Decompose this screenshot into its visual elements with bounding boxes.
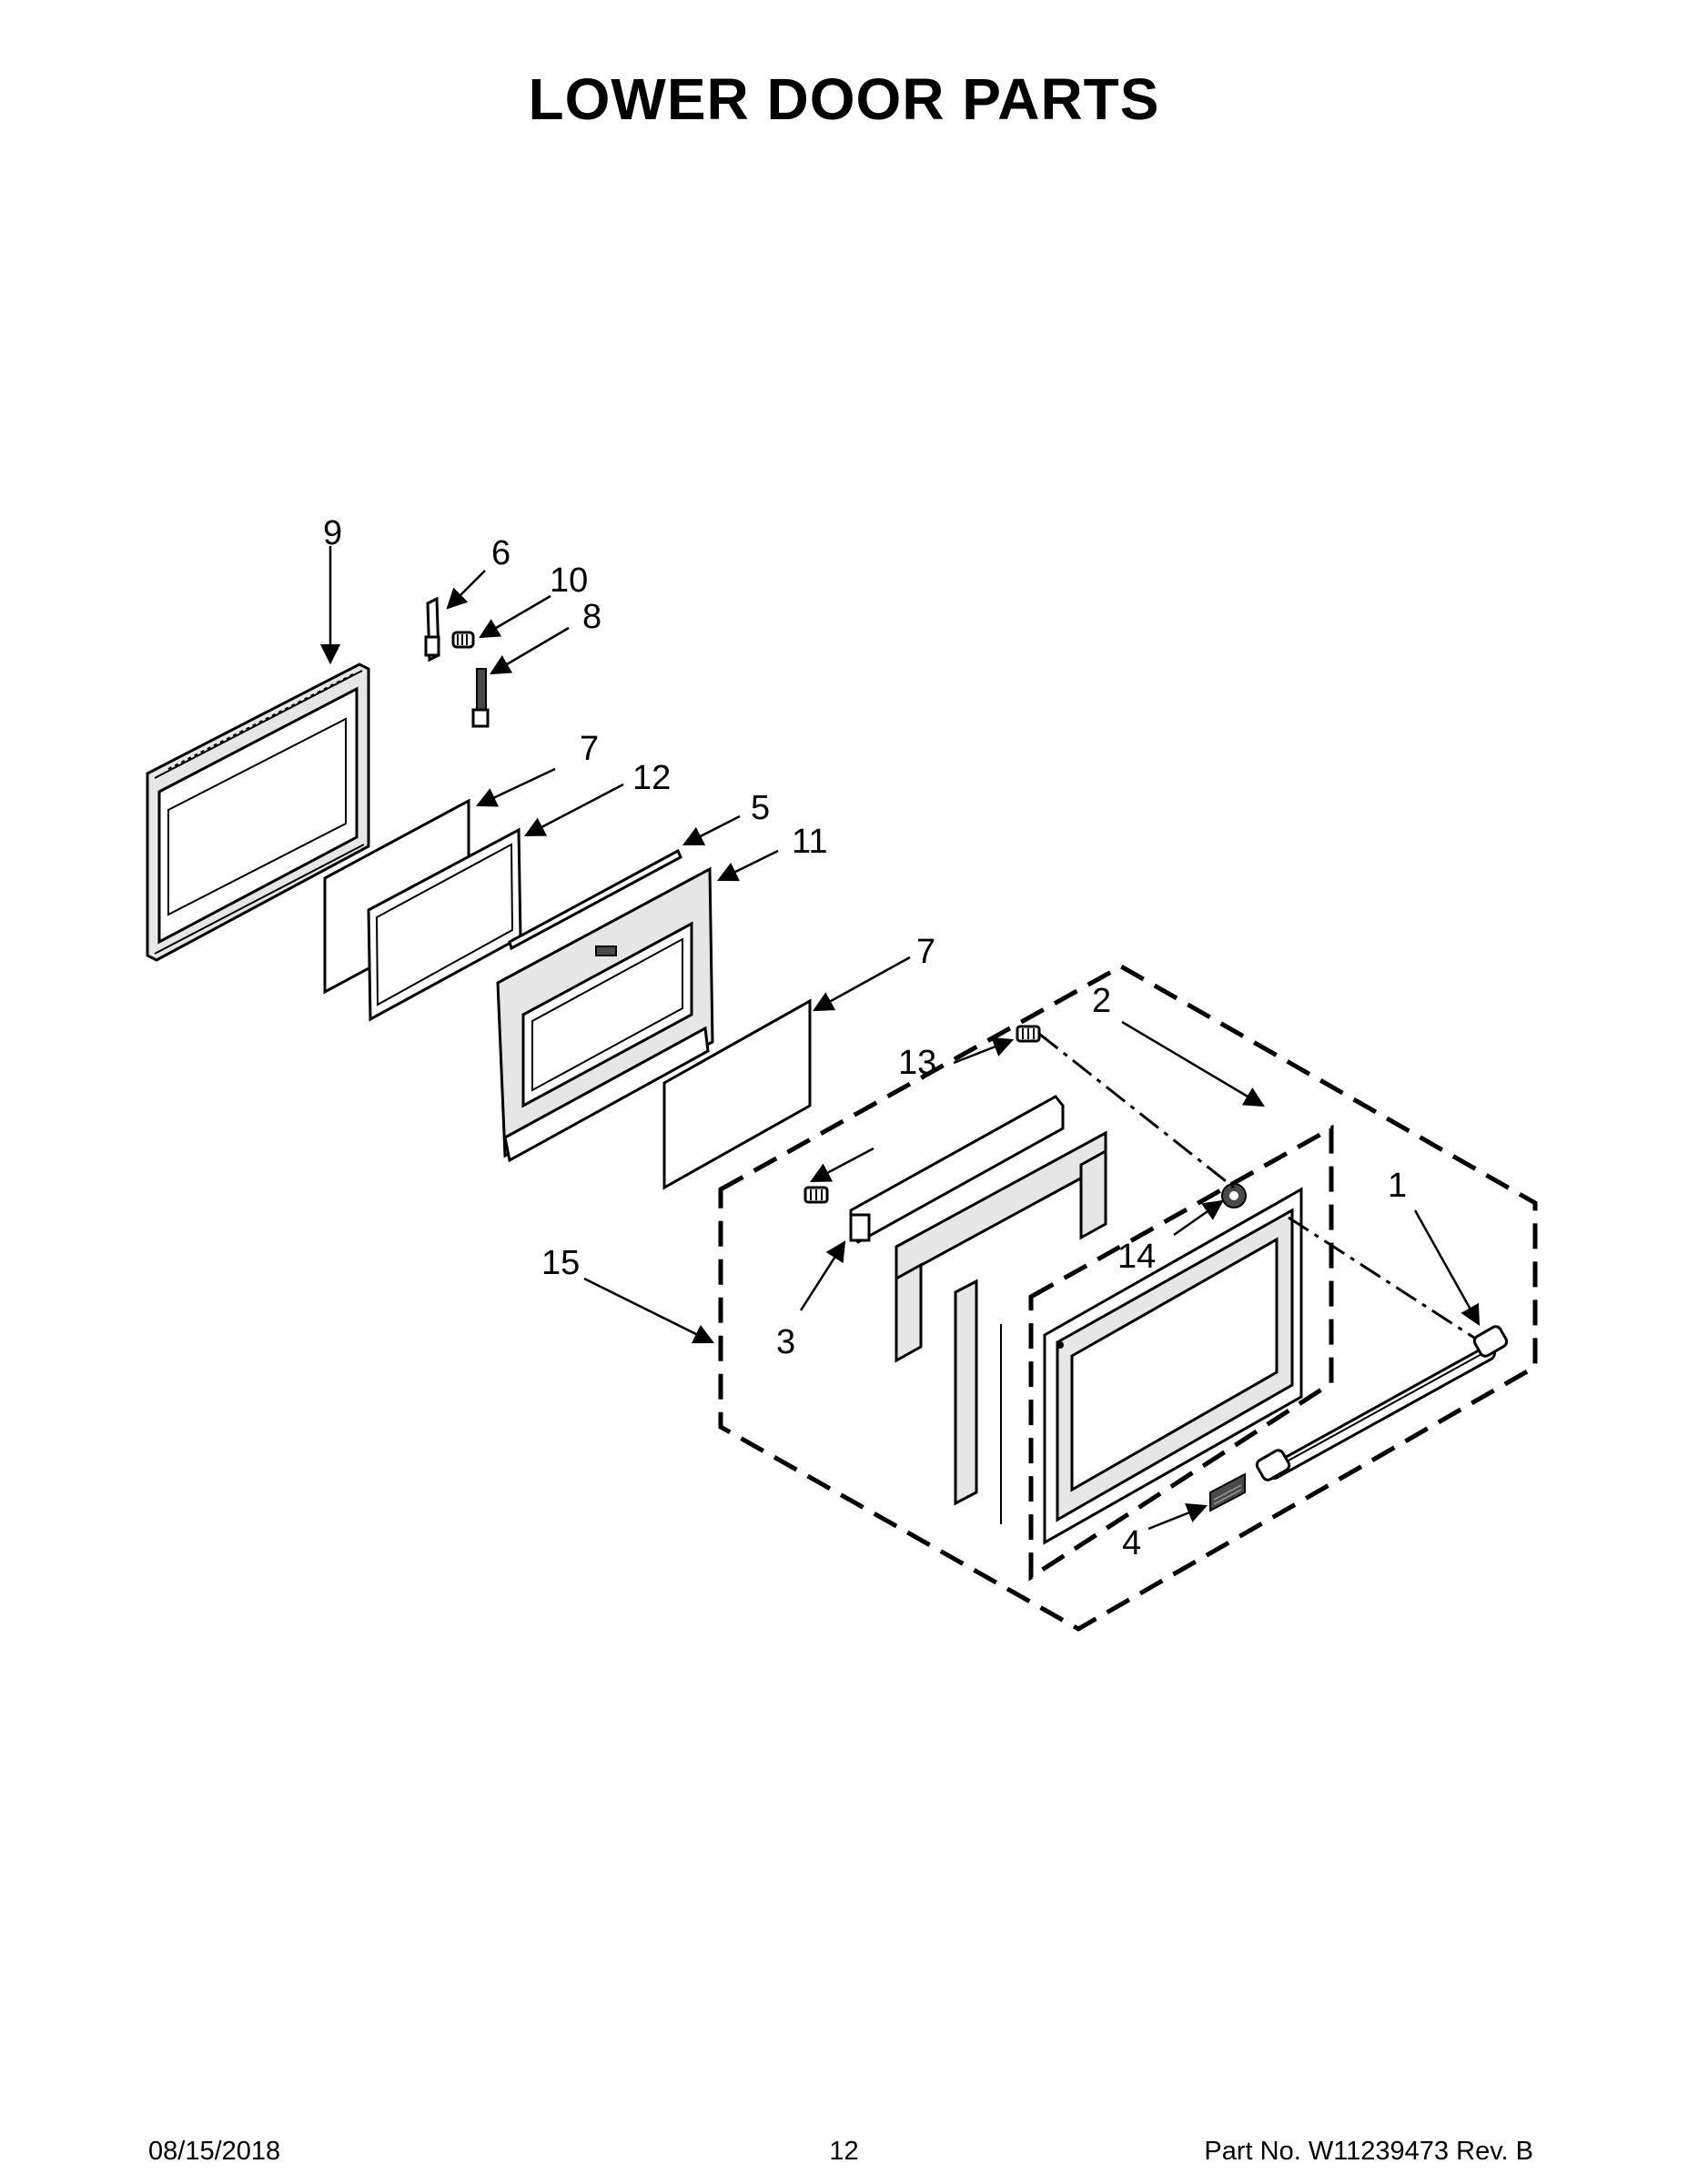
- leader-2: [1121, 1020, 1265, 1107]
- handle-mount-rail-part: [849, 1095, 1107, 1363]
- outer-door-panel-part: [1043, 1187, 1303, 1545]
- callout-13: 13: [898, 1044, 936, 1082]
- callout-15: 15: [541, 1244, 580, 1282]
- leader-4: [1147, 1503, 1208, 1531]
- leader-6: [446, 570, 486, 610]
- leader-8: [490, 626, 570, 675]
- hinge-screw-part: [451, 631, 475, 649]
- door-liner-frame-part: [496, 866, 714, 1163]
- hinge-bracket-part: [424, 596, 440, 662]
- leader-14: [1173, 1199, 1224, 1237]
- callout-10: 10: [550, 561, 588, 600]
- door-screw-part-2: [804, 1186, 829, 1204]
- callout-3: 3: [776, 1323, 795, 1361]
- leader-7a: [475, 767, 556, 807]
- leader-7b: [813, 956, 911, 1012]
- glass-pane-lower-part: [662, 998, 812, 1190]
- leader-15: [583, 1277, 715, 1344]
- door-assembly-outline: [718, 964, 1538, 1632]
- callout-1: 1: [1388, 1167, 1407, 1205]
- side-trim-part: [954, 1279, 1002, 1524]
- leader-13a: [953, 1036, 1015, 1065]
- hinge-receiver-part: [471, 668, 490, 728]
- callout-7b: 7: [916, 933, 935, 971]
- leader-3: [799, 1240, 846, 1311]
- callout-11: 11: [792, 823, 827, 861]
- callout-14: 14: [1117, 1238, 1156, 1276]
- leader-5: [682, 814, 741, 846]
- door-bumper-hole: [1229, 1191, 1238, 1200]
- leader-13b: [810, 1147, 874, 1183]
- footer-page-number: 12: [829, 2137, 859, 2166]
- leader-10: [479, 594, 551, 639]
- leader-11: [716, 849, 779, 882]
- footer-part-number: Part No. W11239473 Rev. B: [1204, 2137, 1533, 2166]
- page-title: LOWER DOOR PARTS: [528, 66, 1160, 132]
- callout-2: 2: [1092, 982, 1111, 1020]
- callout-9: 9: [323, 514, 342, 552]
- callout-7a: 7: [580, 730, 599, 768]
- alignment-line-handle: [1288, 1216, 1475, 1340]
- door-handle-part: [1255, 1325, 1509, 1481]
- callout-4: 4: [1122, 1524, 1141, 1562]
- leader-1: [1413, 1209, 1481, 1326]
- door-top-strip-part: [508, 848, 682, 951]
- inner-door-panel-part: [146, 662, 370, 962]
- callout-6: 6: [491, 534, 510, 572]
- door-screw-part: [1016, 1025, 1041, 1043]
- leader-12: [524, 783, 624, 837]
- callout-12: 12: [632, 759, 671, 797]
- brand-badge-part: [1209, 1472, 1246, 1512]
- callout-5: 5: [751, 789, 770, 827]
- footer-date: 08/15/2018: [148, 2137, 281, 2166]
- callout-8: 8: [582, 598, 601, 636]
